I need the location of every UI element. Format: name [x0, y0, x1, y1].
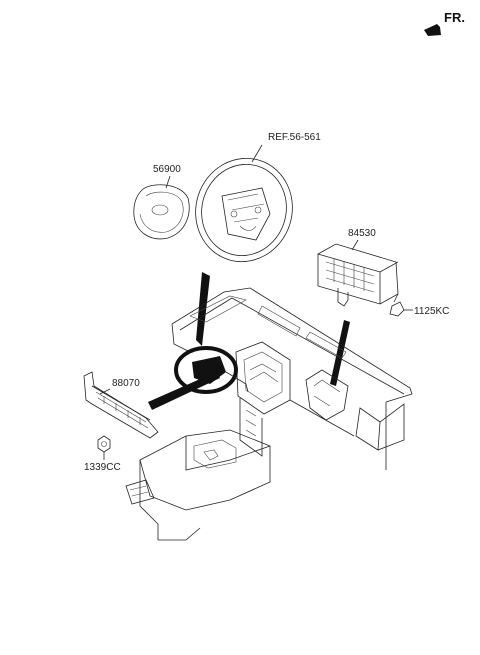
passenger-airbag-pointer: [330, 320, 350, 386]
bolt-label: 1125KC: [414, 306, 449, 317]
passenger-airbag-module: [317, 243, 399, 307]
bolt-part: [389, 293, 405, 317]
knee-airbag-label: 88070: [112, 378, 140, 389]
steering-column-pointer: [196, 272, 210, 346]
passenger-airbag-label: 84530: [348, 228, 376, 239]
driver-airbag-label: 56900: [153, 164, 181, 175]
instrument-panel: [171, 287, 413, 470]
driver-airbag-module: [133, 184, 190, 240]
front-direction-indicator: FR.: [424, 10, 465, 36]
nut-part: [97, 435, 111, 453]
steering-wheel-ref-label: REF.56-561: [268, 132, 321, 143]
front-direction-label: FR.: [444, 10, 465, 25]
knee-airbag-pointer: [148, 372, 220, 410]
dash-steering-wheel: [174, 346, 249, 394]
front-arrow-icon: [424, 24, 441, 36]
center-console: [125, 429, 271, 541]
steering-wheel: [195, 157, 293, 263]
driver-airbag-leader: [165, 175, 171, 189]
nut-label: 1339CC: [84, 462, 121, 473]
passenger-airbag-leader: [351, 239, 359, 251]
knee-airbag-leader: [99, 388, 111, 395]
knee-airbag-module: [83, 371, 159, 439]
